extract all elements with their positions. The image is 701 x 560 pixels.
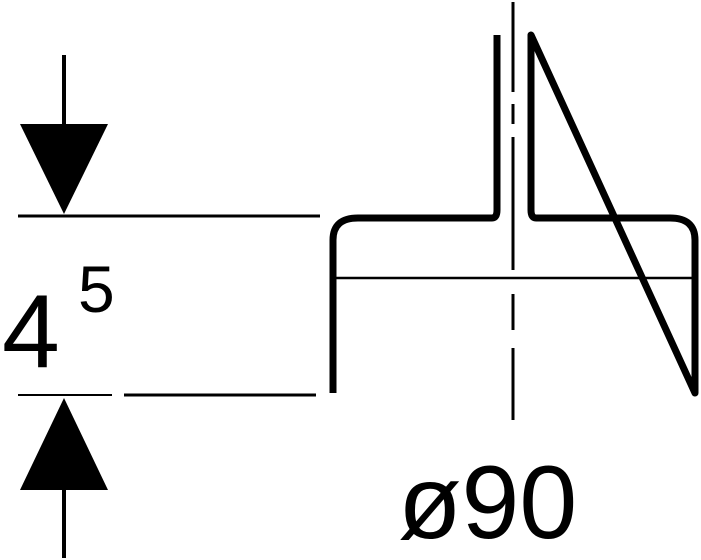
- diameter-dimension: ø90: [398, 445, 577, 560]
- height-dimension-superscript: 5: [78, 252, 115, 326]
- height-dimension-value: 4: [2, 274, 60, 390]
- bottom-arrowhead: [20, 398, 108, 490]
- diameter-value: 90: [462, 445, 578, 560]
- cap-body: [329, 31, 699, 397]
- top-dimension-arrow: [20, 55, 108, 214]
- diameter-symbol: ø: [398, 445, 462, 560]
- cap-outline: [329, 31, 699, 397]
- bottom-dimension-arrow: [20, 398, 108, 558]
- top-arrowhead: [20, 124, 108, 214]
